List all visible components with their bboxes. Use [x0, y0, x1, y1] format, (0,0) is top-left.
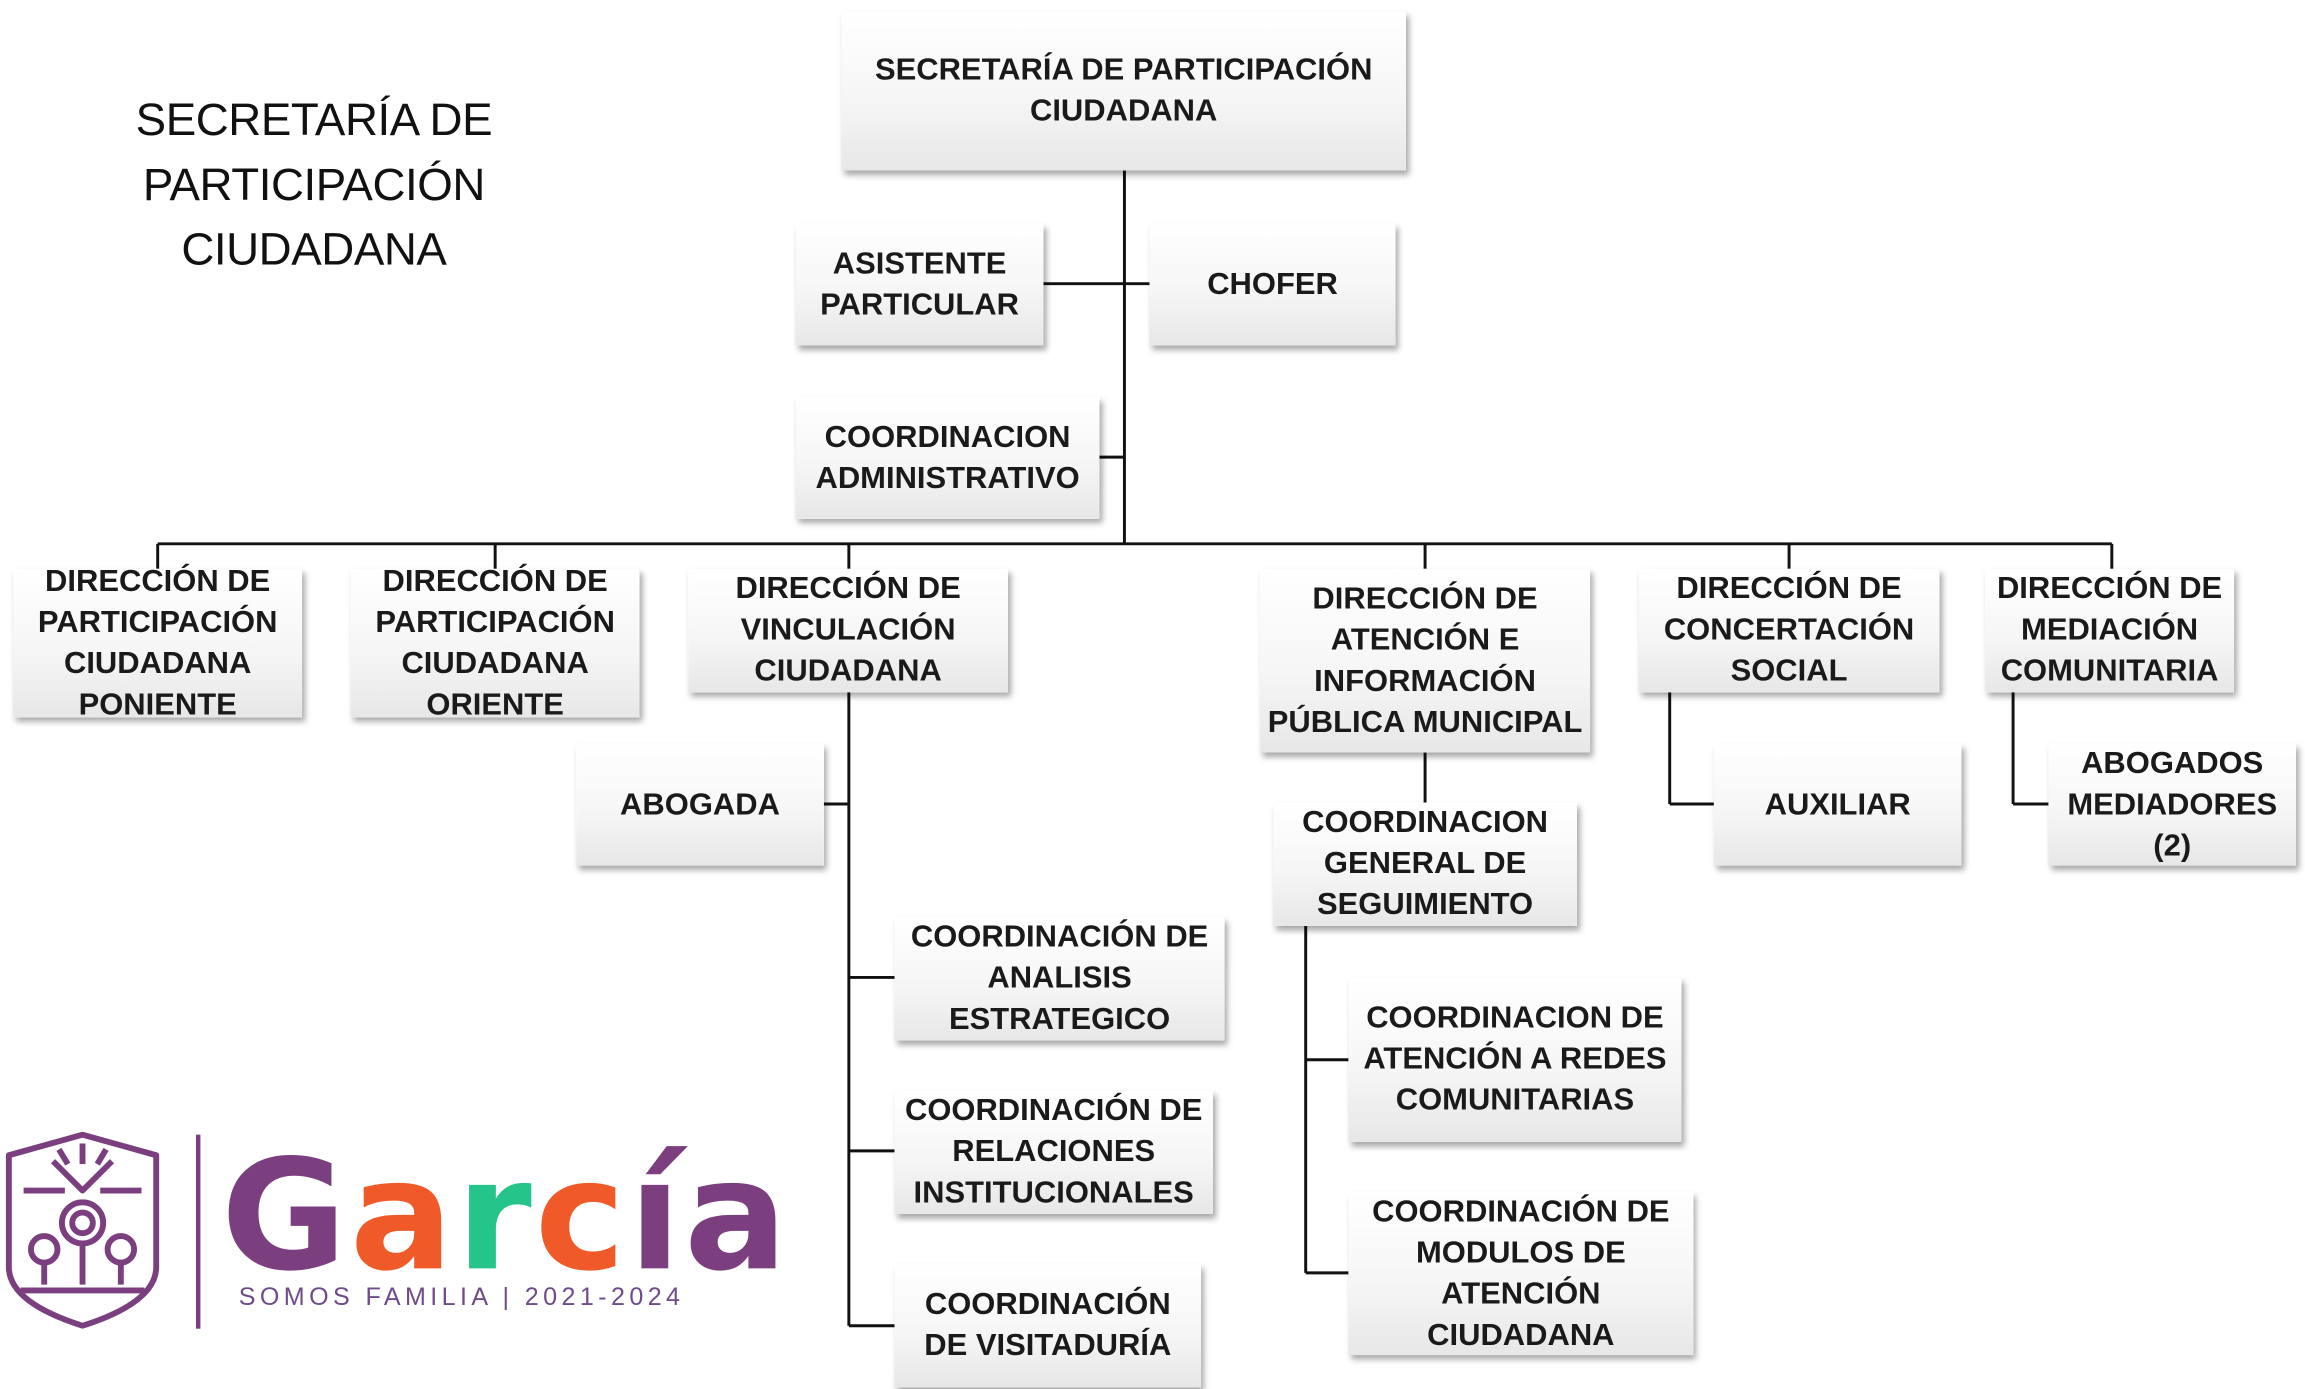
node-label: COORDINACIÓN DE ANALISIS ESTRATEGICO	[910, 920, 1209, 1037]
node-label: DIRECCIÓN DE MEDIACIÓN COMUNITARIA	[1996, 571, 2223, 688]
logo-letter: í	[628, 1125, 685, 1306]
node-direccion-vinculacion: DIRECCIÓN DE VINCULACIÓN CIUDADANA	[688, 568, 1009, 693]
municipality-shield-icon	[5, 1131, 160, 1329]
node-abogados-mediadores: ABOGADOS MEDIADORES (2)	[2048, 743, 2297, 866]
node-chofer: CHOFER	[1149, 223, 1396, 346]
node-coordinacion-administrativo: COORDINACION ADMINISTRATIVO	[795, 396, 1100, 519]
node-coordinacion-modulos: COORDINACIÓN DE MODULOS DE ATENCIÓN CIUD…	[1348, 1192, 1694, 1356]
logo-letter: G	[221, 1125, 350, 1306]
logo-tagline: SOMOS FAMILIA | 2021-2024	[238, 1283, 685, 1312]
node-label: ASISTENTE PARTICULAR	[820, 246, 1020, 322]
node-coordinacion-redes: COORDINACION DE ATENCIÓN A REDES COMUNIT…	[1348, 977, 1682, 1143]
node-label: ABOGADA	[620, 787, 780, 821]
node-secretaria: SECRETARÍA DE PARTICIPACIÓN CIUDADANA	[841, 11, 1406, 171]
node-auxiliar: AUXILIAR	[1713, 743, 1962, 866]
node-label: DIRECCIÓN DE CONCERTACIÓN SOCIAL	[1663, 571, 1915, 688]
node-label: DIRECCIÓN DE PARTICIPACIÓN CIUDADANA ORI…	[375, 563, 615, 721]
node-coordinacion-seguimiento: COORDINACION GENERAL DE SEGUIMIENTO	[1273, 802, 1577, 926]
logo-letter: c	[534, 1125, 629, 1306]
node-coordinacion-visitaduria: COORDINACIÓN DE VISITADURÍA	[894, 1264, 1202, 1388]
node-label: DIRECCIÓN DE VINCULACIÓN CIUDADANA	[735, 571, 961, 688]
logo-letter: a	[684, 1125, 791, 1306]
logo-letter: a	[349, 1125, 457, 1306]
page-title: SECRETARÍA DE PARTICIPACIÓN CIUDADANA	[135, 94, 493, 275]
node-asistente-particular: ASISTENTE PARTICULAR	[795, 223, 1044, 346]
node-label: DIRECCIÓN DE PARTICIPACIÓN CIUDADANA PON…	[37, 563, 278, 721]
garcia-logo-wordmark: García	[221, 1135, 790, 1297]
node-label: SECRETARÍA DE PARTICIPACIÓN CIUDADANA	[874, 52, 1373, 128]
node-abogada: ABOGADA	[576, 743, 824, 866]
node-label: COORDINACIÓN DE VISITADURÍA	[924, 1287, 1172, 1363]
node-direccion-concertacion: DIRECCIÓN DE CONCERTACIÓN SOCIAL	[1638, 568, 1940, 693]
node-direccion-atencion: DIRECCIÓN DE ATENCIÓN E INFORMACIÓN PÚBL…	[1260, 568, 1591, 753]
node-direccion-poniente: DIRECCIÓN DE PARTICIPACIÓN CIUDADANA PON…	[13, 564, 303, 721]
node-coordinacion-analisis: COORDINACIÓN DE ANALISIS ESTRATEGICO	[894, 917, 1225, 1041]
node-direccion-oriente: DIRECCIÓN DE PARTICIPACIÓN CIUDADANA ORI…	[350, 564, 640, 721]
node-label: COORDINACION DE ATENCIÓN A REDES COMUNIT…	[1363, 1000, 1667, 1118]
node-label: COORDINACIÓN DE RELACIONES INSTITUCIONAL…	[904, 1093, 1203, 1210]
node-coordinacion-relaciones: COORDINACIÓN DE RELACIONES INSTITUCIONAL…	[894, 1090, 1213, 1215]
node-label: ABOGADOS MEDIADORES (2)	[2067, 745, 2278, 863]
logo-letter: r	[456, 1125, 535, 1306]
logo-divider	[196, 1134, 201, 1329]
node-label: CHOFER	[1207, 266, 1338, 301]
node-direccion-mediacion: DIRECCIÓN DE MEDIACIÓN COMUNITARIA	[1985, 568, 2235, 693]
node-label: COORDINACION ADMINISTRATIVO	[815, 419, 1080, 495]
node-label: AUXILIAR	[1764, 787, 1911, 821]
node-label: COORDINACIÓN DE MODULOS DE ATENCIÓN CIUD…	[1372, 1194, 1670, 1352]
node-label: DIRECCIÓN DE ATENCIÓN E INFORMACIÓN PÚBL…	[1267, 581, 1583, 739]
node-label: COORDINACION GENERAL DE SEGUIMIENTO	[1302, 805, 1549, 922]
